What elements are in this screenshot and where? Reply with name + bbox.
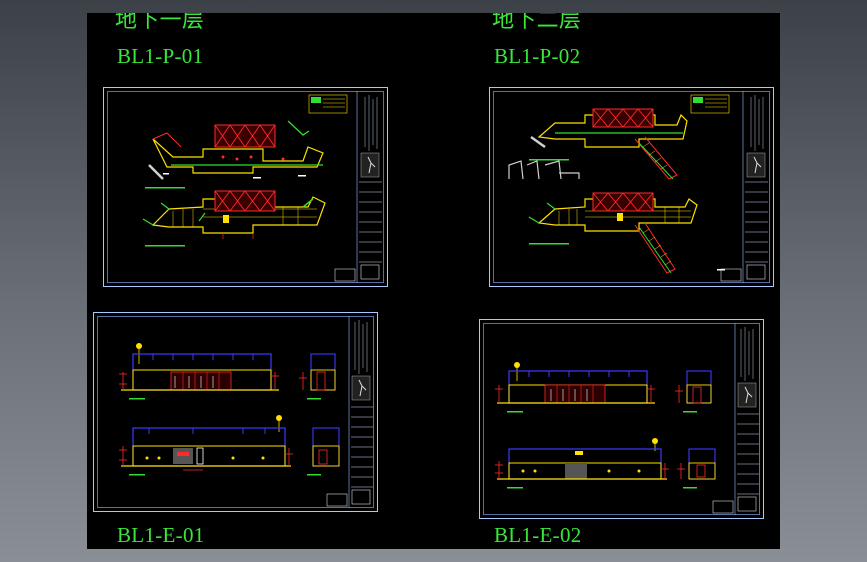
sheet-code-p01: BL1-P-01 bbox=[117, 44, 204, 68]
drawing-sheet-p02[interactable] bbox=[489, 87, 774, 287]
sheet-code-p02: BL1-P-02 bbox=[494, 44, 581, 68]
drawing-sheet-p01[interactable] bbox=[103, 87, 388, 287]
drawing-sheet-e02[interactable] bbox=[479, 319, 764, 519]
sheet-code-e01: BL1-E-01 bbox=[117, 523, 205, 547]
sheet-code-e02: BL1-E-02 bbox=[494, 523, 582, 547]
floor-label-b2: 地下二层 bbox=[492, 13, 582, 33]
floor-label-b1: 地下一层 bbox=[115, 13, 205, 33]
drawing-sheet-e01[interactable] bbox=[93, 312, 378, 512]
cad-model-space[interactable]: 地下一层 BL1-P-01 地下二层 BL1-P-02 BL1-E-01 BL1… bbox=[87, 13, 780, 549]
